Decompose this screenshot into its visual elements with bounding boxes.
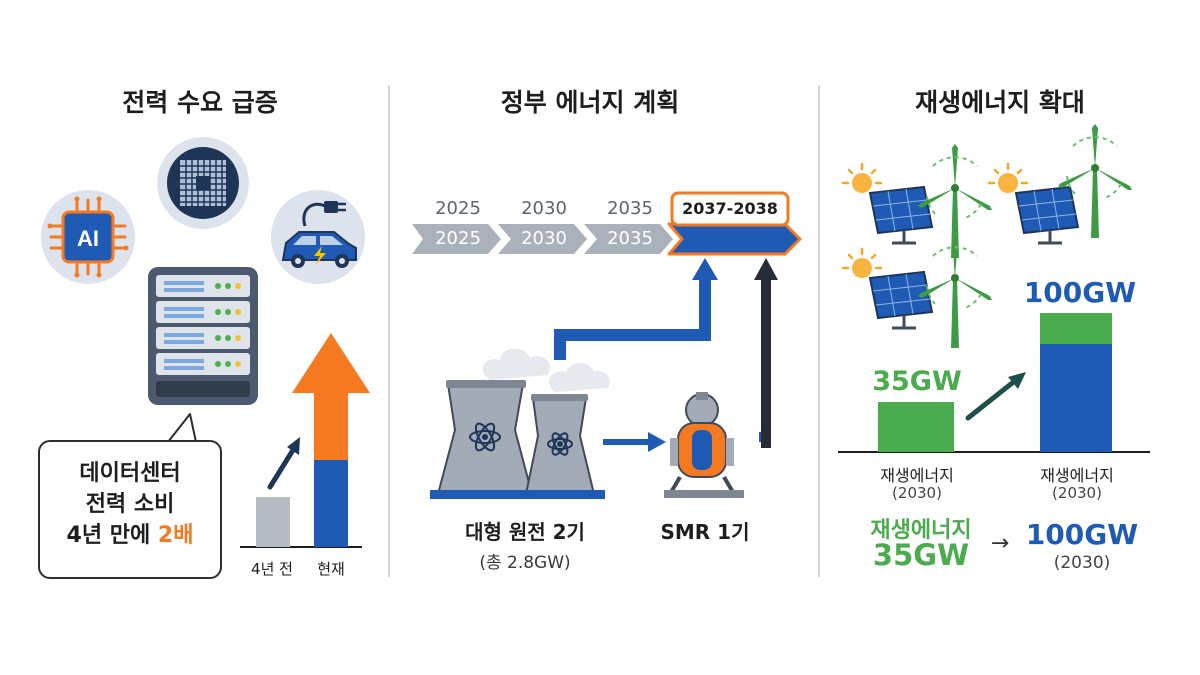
large-plant-icon xyxy=(430,380,605,499)
renewable-35gw-value: 35GW xyxy=(872,366,962,397)
bar-35gw xyxy=(878,402,954,452)
solar-panel-icon xyxy=(841,247,934,330)
timeline-year-2035: 2035 xyxy=(607,228,653,249)
bar-label-before: 4년 전 xyxy=(251,560,293,578)
timeline-year-2035-top: 2035 xyxy=(607,198,653,219)
electric-car-icon xyxy=(271,190,365,284)
panel-title-government-plan: 정부 에너지 계획 xyxy=(500,88,680,117)
renewable-illustration xyxy=(838,123,1150,453)
wind-turbine-icon xyxy=(917,233,993,349)
bar-now xyxy=(314,460,348,547)
timeline-year-2025: 2025 xyxy=(435,228,481,249)
growth-arrow xyxy=(292,333,370,460)
datacenter-callout: 데이터센터 전력 소비 4년 만에 2배 xyxy=(38,440,222,579)
renewable-100gw-value: 100GW xyxy=(1023,276,1137,309)
smr-label: SMR 1기 xyxy=(660,520,750,544)
solar-panel-icon xyxy=(987,162,1080,245)
wafer-icon xyxy=(157,137,249,229)
large-plant-label: 대형 원전 2기 xyxy=(465,520,585,544)
summary-to-value: 100GW xyxy=(1025,518,1139,551)
panel-title-renewable: 재생에너지 확대 xyxy=(915,88,1085,117)
bar-year-35gw: (2030) xyxy=(892,484,942,502)
callout-highlight: 2배 xyxy=(157,523,194,548)
callout-line-3-prefix: 4년 만에 xyxy=(66,523,158,548)
plan-illustration xyxy=(412,191,802,499)
summary-from-label: 재생에너지 xyxy=(870,518,972,543)
smr-reactor-icon xyxy=(664,392,744,498)
bar-label-100gw: 재생에너지 xyxy=(1040,466,1114,485)
demand-bar-chart xyxy=(240,333,370,548)
bar-label-now: 현재 xyxy=(317,560,345,578)
callout-line-3: 4년 만에 2배 xyxy=(40,520,220,551)
renewable-bar-chart xyxy=(838,313,1150,453)
demand-illustration: AI xyxy=(41,137,370,548)
timeline-year-2025-top: 2025 xyxy=(435,198,481,219)
summary-to-year: (2030) xyxy=(1053,553,1111,573)
panel-title-demand: 전력 수요 급증 xyxy=(122,88,278,117)
bar-year-100gw: (2030) xyxy=(1052,484,1102,502)
server-icon xyxy=(148,267,258,405)
bar-label-35gw: 재생에너지 xyxy=(880,466,954,485)
summary-arrow: → xyxy=(990,531,1010,556)
timeline-year-2030: 2030 xyxy=(521,228,567,249)
bar-before xyxy=(256,497,290,547)
svg-text:AI: AI xyxy=(77,226,99,251)
summary-from-value: 35GW xyxy=(872,538,970,572)
callout-line-1: 데이터센터 xyxy=(79,461,181,486)
divider-right xyxy=(818,85,820,577)
callout-line-2: 전력 소비 xyxy=(85,492,175,517)
divider-left xyxy=(388,85,390,577)
ai-chip-icon: AI xyxy=(41,190,135,284)
timeline-year-2030-top: 2030 xyxy=(521,198,567,219)
large-plant-capacity: (총 2.8GW) xyxy=(479,553,571,573)
solar-panel-icon xyxy=(841,162,934,245)
timeline xyxy=(412,191,802,256)
timeline-highlight-year: 2037-2038 xyxy=(682,199,778,218)
